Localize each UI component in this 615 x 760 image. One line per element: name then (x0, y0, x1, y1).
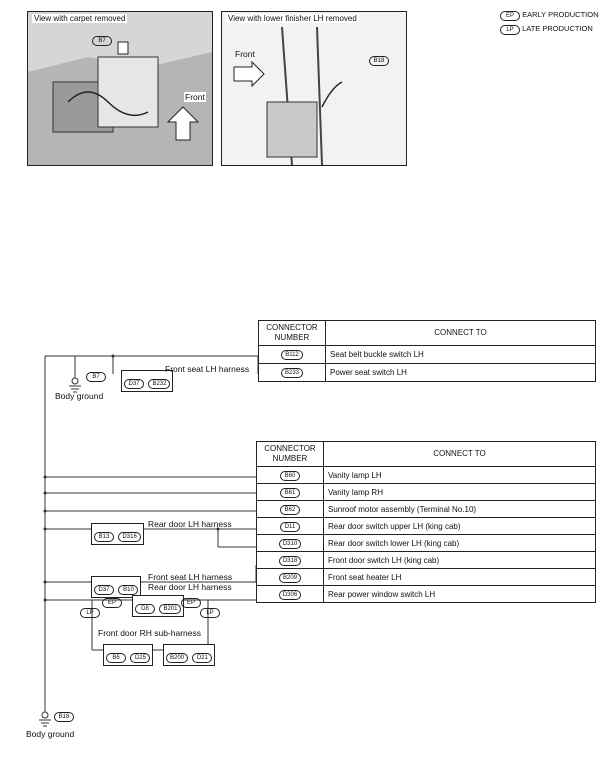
top-ground-connector: B7 (86, 365, 106, 383)
photo-finisher-removed: View with lower finisher LH removed Fron… (221, 11, 407, 166)
lp-tag-right: LP (200, 606, 220, 618)
early-production-tag: EP (500, 11, 520, 21)
photo-right-connector: B18 (369, 54, 389, 66)
photo-left-drawing (28, 12, 212, 165)
top-connector-table: CONNECTOR NUMBER CONNECT TO B112 Seat be… (258, 320, 596, 382)
lp-tag-left: LP (80, 606, 100, 618)
mid-connectors: D8 B201 (132, 595, 185, 617)
front-seat-harness-label: Front seat LH harness (148, 572, 233, 582)
photo-right-drawing (222, 12, 406, 165)
header-connector-number: CONNECTOR NUMBER (258, 320, 326, 346)
photo-caption: View with carpet removed (32, 14, 128, 23)
photo-left-connector: B7 (92, 34, 112, 46)
bottom-ground-connector: B18 (54, 705, 74, 723)
photo-left-front-label: Front (184, 92, 206, 102)
ep-tag-right: EP (181, 596, 201, 608)
header-connect-to: CONNECT TO (325, 320, 596, 346)
photo-caption: View with lower finisher LH removed (226, 14, 359, 23)
legend: EP EARLY PRODUCTION LP LATE PRODUCTION (500, 10, 599, 35)
header-connect-to: CONNECT TO (323, 441, 596, 467)
photo-carpet-removed: View with carpet removed B7 Front (27, 11, 213, 166)
early-production-label: EARLY PRODUCTION (522, 10, 599, 19)
table-row: B233 Power seat switch LH (258, 363, 596, 382)
late-production-label: LATE PRODUCTION (522, 24, 593, 33)
front-seat-connectors: D37 B10 (91, 576, 142, 598)
sub-harness-label: Front door RH sub-harness (98, 628, 201, 638)
late-production-tag: LP (500, 25, 520, 35)
rear-door-harness-label-2: Rear door LH harness (148, 582, 232, 592)
sub-connectors-left: B6 D25 (103, 644, 154, 666)
ground-icon (39, 377, 81, 727)
photo-right-front-label: Front (235, 49, 255, 59)
table-row: B112 Seat belt buckle switch LH (258, 345, 596, 364)
sub-connectors-right: B200 D21 (163, 644, 216, 666)
top-harness-label: Front seat LH harness (165, 364, 250, 374)
rear-door-harness-label: Rear door LH harness (148, 519, 232, 529)
top-ground-label: Body ground (55, 391, 104, 401)
top-harness-connectors: D37 B232 (121, 370, 174, 392)
rear-door-connectors: B13 D316 (91, 523, 144, 545)
header-connector-number: CONNECTOR NUMBER (256, 441, 324, 467)
ep-tag-left: EP (102, 596, 122, 608)
bottom-ground-label: Body ground (26, 729, 75, 739)
